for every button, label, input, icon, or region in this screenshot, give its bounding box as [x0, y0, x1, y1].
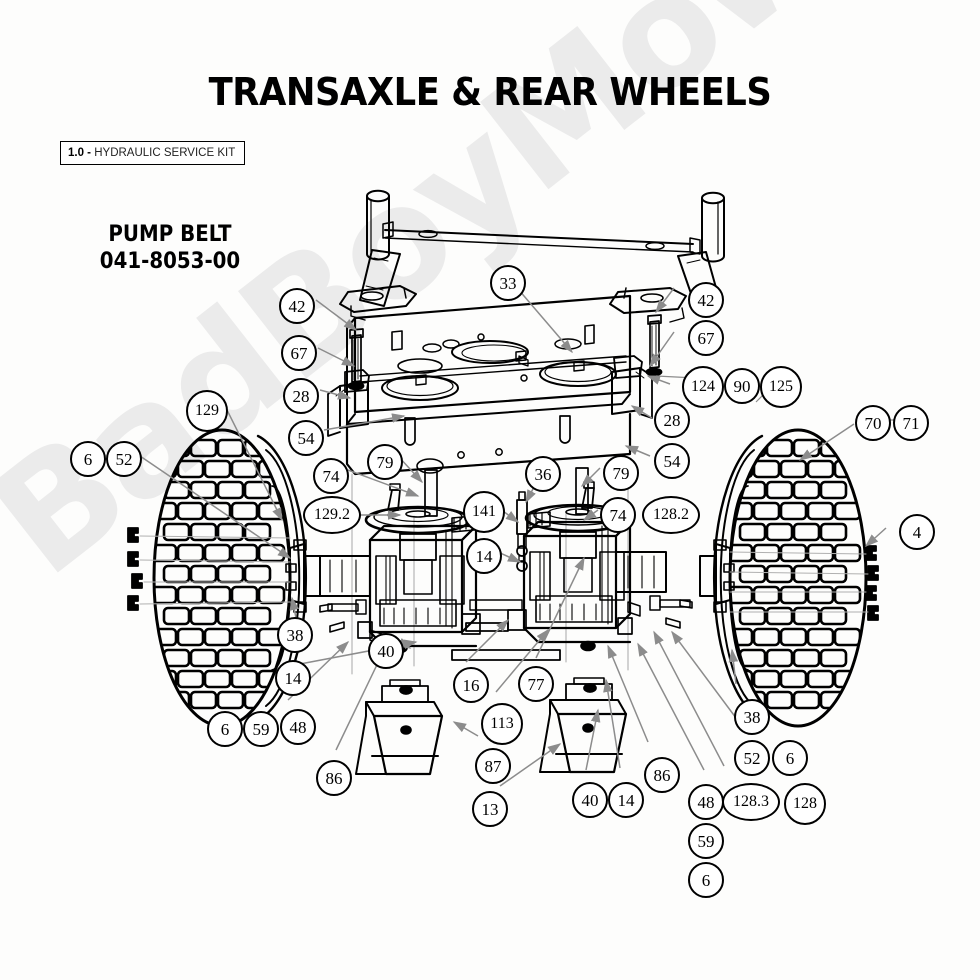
- callout-90[interactable]: 90: [724, 368, 760, 404]
- callout-54[interactable]: 54: [288, 420, 324, 456]
- callout-74[interactable]: 74: [313, 458, 349, 494]
- callout-70[interactable]: 70: [855, 405, 891, 441]
- callout-52[interactable]: 52: [106, 441, 142, 477]
- callout-14[interactable]: 14: [275, 660, 311, 696]
- pump-belt-part-number: 041-8053-00: [99, 248, 241, 274]
- callout-6[interactable]: 6: [772, 740, 808, 776]
- callout-67[interactable]: 67: [688, 320, 724, 356]
- callout-79[interactable]: 79: [603, 455, 639, 491]
- callout-125[interactable]: 125: [760, 366, 802, 408]
- callout-77[interactable]: 77: [518, 666, 554, 702]
- page-title: TRANSAXLE & REAR WHEELS: [208, 70, 772, 114]
- callout-74[interactable]: 74: [600, 497, 636, 533]
- callout-40[interactable]: 40: [572, 782, 608, 818]
- callout-87[interactable]: 87: [475, 748, 511, 784]
- callout-59[interactable]: 59: [243, 711, 279, 747]
- callout-38[interactable]: 38: [734, 699, 770, 735]
- callout-48[interactable]: 48: [688, 784, 724, 820]
- callout-38[interactable]: 38: [277, 617, 313, 653]
- callout-54[interactable]: 54: [654, 443, 690, 479]
- callout-48[interactable]: 48: [280, 709, 316, 745]
- pump-belt-label: PUMP BELT: [108, 222, 232, 247]
- callout-86[interactable]: 86: [316, 760, 352, 796]
- callout-14[interactable]: 14: [608, 782, 644, 818]
- callout-13[interactable]: 13: [472, 791, 508, 827]
- callout-79[interactable]: 79: [367, 444, 403, 480]
- callout-141[interactable]: 141: [463, 491, 505, 533]
- callout-40[interactable]: 40: [368, 633, 404, 669]
- callout-28[interactable]: 28: [654, 402, 690, 438]
- callout-33[interactable]: 33: [490, 265, 526, 301]
- callout-129-2[interactable]: 129.2: [303, 496, 361, 534]
- callout-128-3[interactable]: 128.3: [722, 783, 780, 821]
- callout-86[interactable]: 86: [644, 757, 680, 793]
- callout-6[interactable]: 6: [688, 862, 724, 898]
- callout-42[interactable]: 42: [279, 288, 315, 324]
- callout-42[interactable]: 42: [688, 282, 724, 318]
- callout-124[interactable]: 124: [682, 366, 724, 408]
- callout-6[interactable]: 6: [70, 441, 106, 477]
- callout-129[interactable]: 129: [186, 390, 228, 432]
- callout-14[interactable]: 14: [466, 538, 502, 574]
- kit-label: HYDRAULIC SERVICE KIT: [94, 147, 236, 159]
- kit-number: 1.0 -: [68, 147, 92, 159]
- callout-16[interactable]: 16: [453, 667, 489, 703]
- callout-71[interactable]: 71: [893, 405, 929, 441]
- pump-belt-block: PUMP BELT 041-8053-00: [60, 222, 280, 276]
- hydraulic-service-kit-box: 1.0 - HYDRAULIC SERVICE KIT: [60, 141, 246, 165]
- callout-113[interactable]: 113: [481, 703, 523, 745]
- callout-128-2[interactable]: 128.2: [642, 496, 700, 534]
- callout-52[interactable]: 52: [734, 740, 770, 776]
- callout-28[interactable]: 28: [283, 378, 319, 414]
- callout-67[interactable]: 67: [281, 335, 317, 371]
- callout-59[interactable]: 59: [688, 823, 724, 859]
- callout-4[interactable]: 4: [899, 514, 935, 550]
- callout-128[interactable]: 128: [784, 783, 826, 825]
- callout-6[interactable]: 6: [207, 711, 243, 747]
- callout-36[interactable]: 36: [525, 456, 561, 492]
